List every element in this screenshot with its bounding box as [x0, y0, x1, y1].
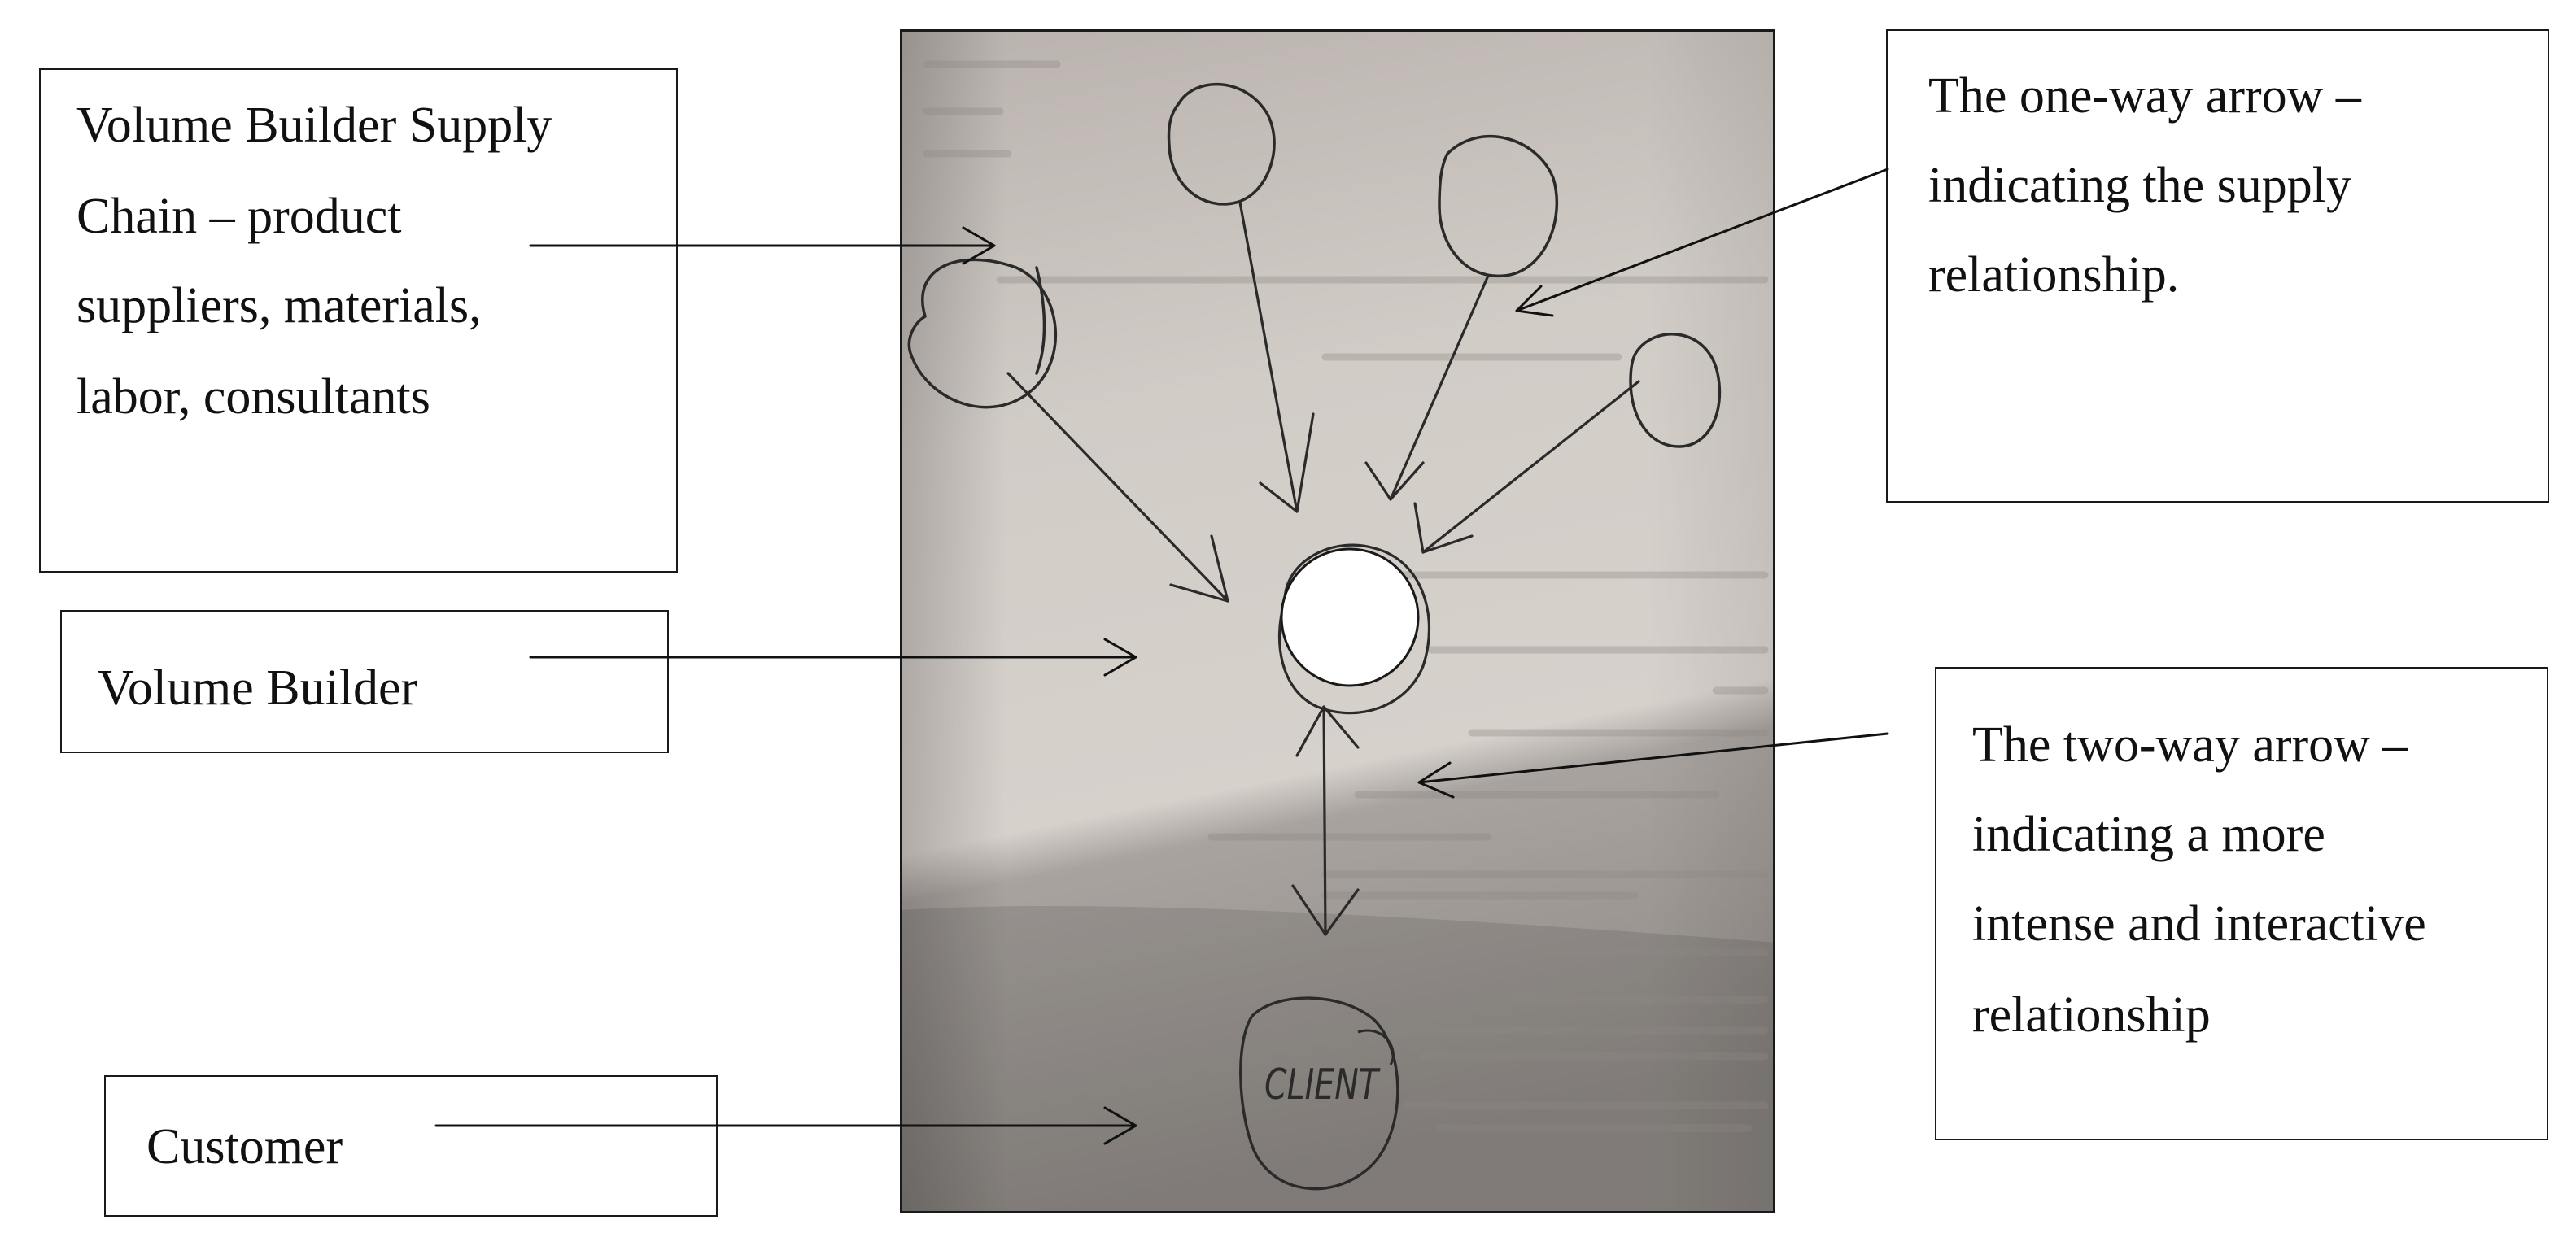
volume-builder-label: Volume Builder: [98, 660, 418, 716]
supplier-circle-right: [1629, 333, 1722, 448]
client-handwritten-label: CLIENT: [1264, 1061, 1381, 1109]
supply-arrow-2-head: [1259, 412, 1315, 513]
supply-chain-label-line-3: suppliers, materials,: [76, 278, 482, 333]
client-circle-overlap: [1357, 1029, 1395, 1065]
two-way-arrow-label-line-1: The two-way arrow –: [1972, 717, 2408, 773]
two-way-arrow-head-top: [1295, 705, 1360, 757]
one-way-arrow-label-line-2: indicating the supply: [1928, 158, 2352, 213]
one-way-arrow-label-box: The one-way arrow – indicating the suppl…: [1886, 29, 2549, 503]
supply-arrows: [1006, 201, 1640, 603]
supply-arrow-4-shaft: [1421, 380, 1640, 554]
supply-arrow-1-head: [1169, 534, 1229, 603]
supply-arrow-3-shaft: [1389, 274, 1490, 501]
two-way-arrow-label-line-2: indicating a more: [1972, 807, 2325, 862]
two-way-arrow-label-line-3: intense and interactive: [1972, 896, 2426, 952]
one-way-arrow-label-line-3: relationship.: [1928, 247, 2180, 303]
supply-arrow-2-shaft: [1238, 201, 1299, 513]
supply-chain-label-line-2: Chain – product: [76, 189, 402, 244]
supplier-circle-left-overlap: [1035, 266, 1046, 375]
supplier-circle-left: [907, 258, 1057, 409]
volume-builder-label-box: Volume Builder: [60, 610, 669, 753]
one-way-arrow-label-line-1: The one-way arrow –: [1928, 68, 2361, 124]
two-way-arrow-shaft: [1322, 705, 1327, 936]
sketch-photo: CLIENT: [900, 29, 1775, 1213]
two-way-arrow-head-bottom: [1291, 884, 1360, 936]
supply-chain-label-line-1: Volume Builder Supply: [76, 98, 552, 153]
supply-arrow-4-head: [1413, 502, 1474, 554]
volume-builder-dot: [1280, 547, 1420, 687]
two-way-arrow-label-box: The two-way arrow – indicating a more in…: [1935, 667, 2548, 1140]
supplier-circle-upper-left: [1167, 82, 1276, 206]
two-way-arrow-sketch: [1291, 705, 1360, 936]
builder-circle-sketch: [1277, 543, 1431, 715]
supply-arrow-1-shaft: [1006, 372, 1229, 603]
client-circle: [1239, 996, 1399, 1191]
supply-chain-label-line-4: labor, consultants: [76, 369, 430, 425]
sketch-drawing: CLIENT: [902, 32, 1773, 1211]
customer-label-box: Customer: [104, 1075, 718, 1217]
customer-label: Customer: [146, 1119, 343, 1174]
supply-chain-label-box: Volume Builder Supply Chain – product su…: [39, 68, 678, 573]
supply-arrow-3-head: [1364, 461, 1425, 501]
two-way-arrow-label-line-4: relationship: [1972, 987, 2211, 1043]
